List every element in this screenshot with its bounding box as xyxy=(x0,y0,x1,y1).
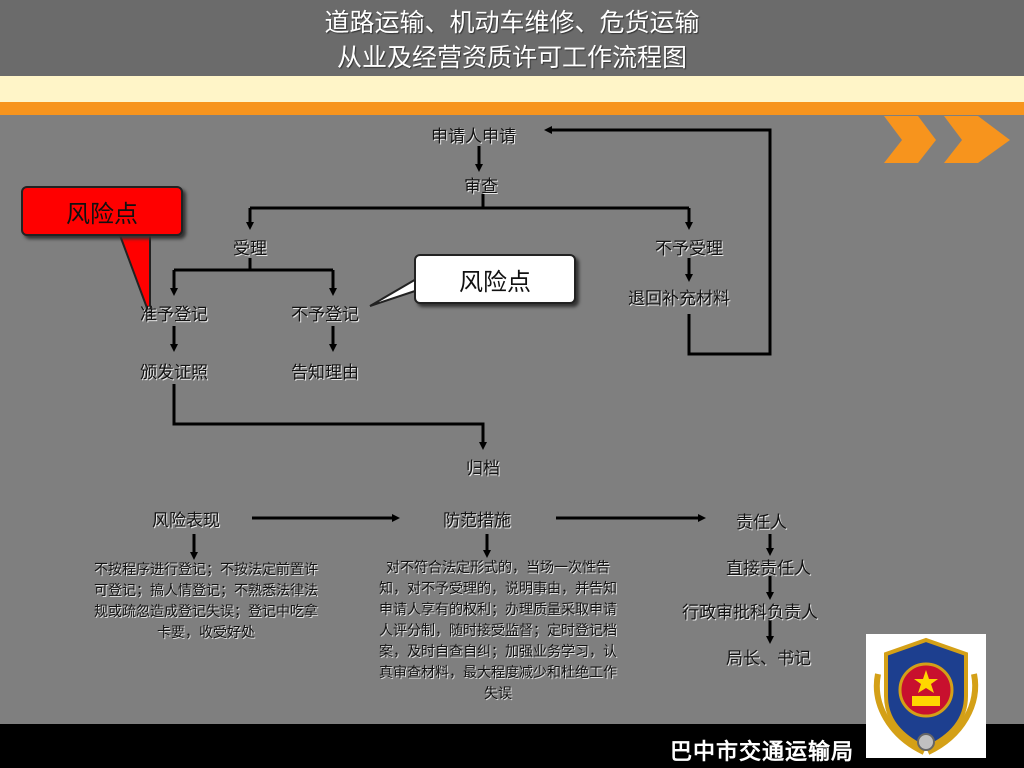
measures-description: 对不符合法定形式的，当场一次性告知，对不予受理的，说明事由，并告知申请人享有的权… xyxy=(379,560,617,702)
node-issue-license: 颁发证照 xyxy=(140,363,208,383)
risk-header: 风险表现 xyxy=(152,511,220,531)
node-archive: 归档 xyxy=(466,459,500,479)
risk-callout-red: 风险点 xyxy=(21,186,183,236)
footer-bar xyxy=(0,724,1024,768)
page-title-line1: 道路运输、机动车维修、危货运输 xyxy=(324,8,700,37)
node-notify-reason: 告知理由 xyxy=(291,363,359,383)
risk-callout-white: 风险点 xyxy=(414,254,576,304)
node-approve-register: 准予登记 xyxy=(140,305,208,325)
node-accept: 受理 xyxy=(233,239,267,259)
cream-band xyxy=(0,76,1024,102)
risk-white-pointer xyxy=(369,276,419,307)
node-return-materials: 退回补充材料 xyxy=(628,289,730,309)
responsible-section-head: 行政审批科负责人 xyxy=(682,603,818,623)
loop-back-to-apply xyxy=(544,126,772,356)
responsible-header: 责任人 xyxy=(736,513,787,533)
police-emblem-icon xyxy=(866,634,986,758)
responsible-director: 局长、书记 xyxy=(726,649,811,669)
node-deny-register: 不予登记 xyxy=(291,305,359,325)
branch-review xyxy=(250,194,689,210)
title-bar: 道路运输、机动车维修、危货运输 从业及经营资质许可工作流程图 xyxy=(0,0,1024,76)
node-apply: 申请人申请 xyxy=(431,127,516,147)
risk-description: 不按程序进行登记；不按法定前置许可登记；搞人情登记；不熟悉法律法规或疏忽造成登记… xyxy=(94,562,318,641)
orange-band xyxy=(0,102,1024,115)
measures-header: 防范措施 xyxy=(443,511,511,531)
node-review: 审查 xyxy=(464,177,498,197)
node-reject: 不予受理 xyxy=(655,239,723,259)
arrow-to-archive xyxy=(172,384,487,450)
footer-org: 巴中市交通运输局 xyxy=(669,740,854,765)
responsible-direct: 直接责任人 xyxy=(726,559,811,579)
page-title-line2: 从业及经营资质许可工作流程图 xyxy=(336,43,687,72)
branch-accept xyxy=(174,258,333,272)
